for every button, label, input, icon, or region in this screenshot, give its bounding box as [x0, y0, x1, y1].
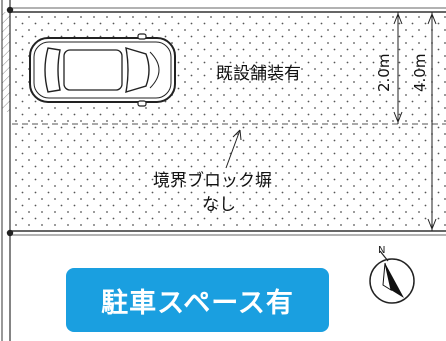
parking-space-badge: 駐車スペース有	[66, 268, 329, 332]
dimension-outer	[427, 12, 437, 231]
boundary-block-label-line1: 境界ブロック塀	[153, 170, 272, 191]
svg-text:N: N	[378, 245, 385, 256]
existing-pavement-label: 既設舗装有	[216, 64, 301, 84]
corner-marker	[6, 6, 14, 14]
dimension-outer-label: 4.0m	[411, 54, 429, 92]
dimension-inner	[393, 12, 403, 124]
wall-hatch	[2, 12, 10, 112]
leader-arrow	[225, 129, 242, 169]
car-top-view-icon	[29, 33, 176, 107]
dimension-inner-label: 2.0m	[375, 54, 393, 92]
north-arrow-icon: N	[369, 245, 415, 304]
boundary-block-label-line2: なし	[202, 195, 236, 215]
corner-marker	[6, 229, 14, 237]
